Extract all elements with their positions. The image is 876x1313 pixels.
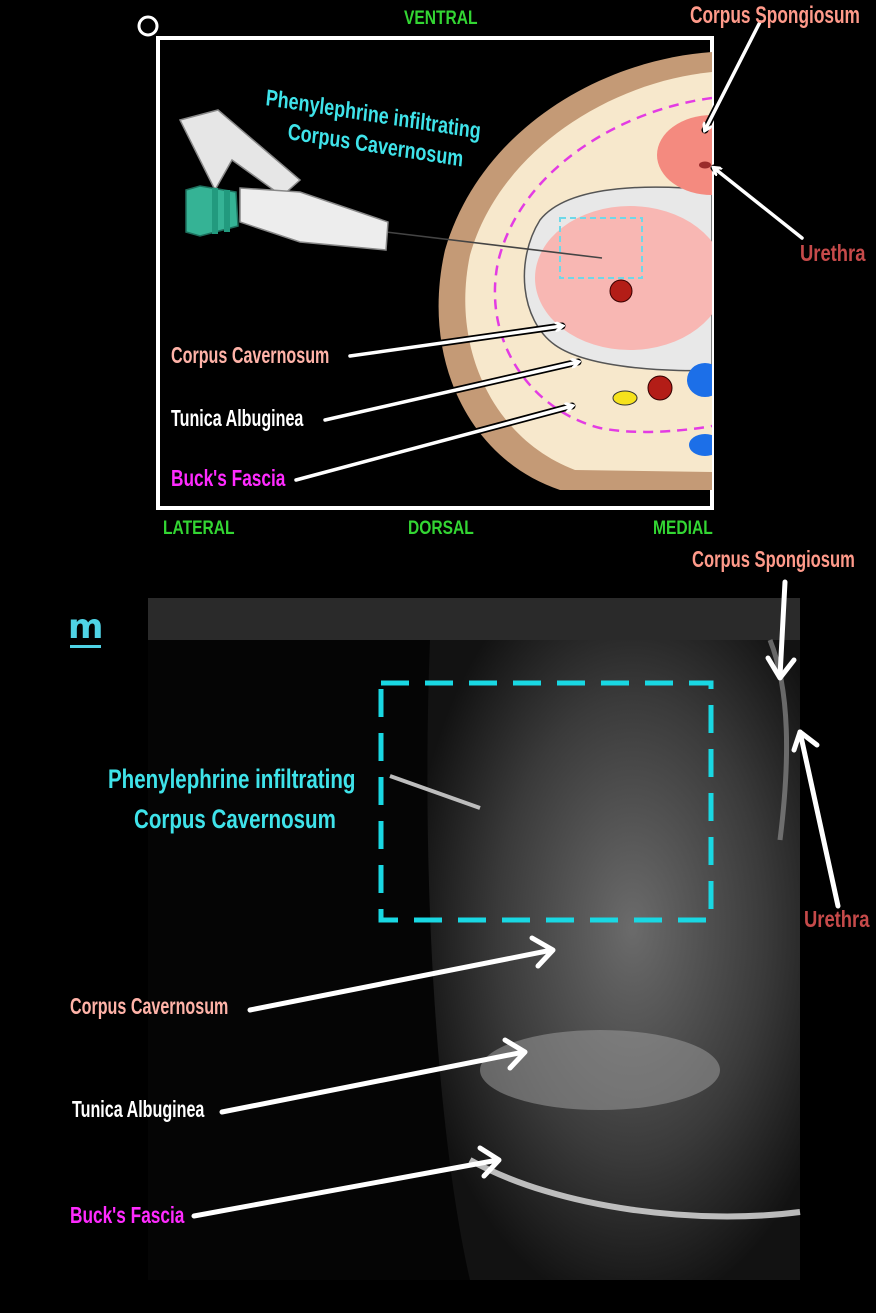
diagram-arrow-bucks (294, 406, 572, 482)
us-label-injection-1: Phenylephrine infiltrating (108, 764, 356, 794)
us-label-injection-2: Corpus Cavernosum (134, 804, 336, 834)
ultrasound-tunica-echo (480, 1030, 720, 1110)
diagram-arrow-spongiosum (705, 20, 762, 130)
diagram-arrow-urethra (714, 168, 804, 240)
ultrasound-top-band (148, 598, 800, 640)
corpus-spongiosum-shape (657, 115, 712, 195)
ultrasound-needle-echo (389, 774, 481, 810)
deep-artery (609, 279, 633, 303)
diagram-label-bucks-fascia: Buck's Fascia (171, 465, 286, 491)
ultrasound-injection-box (378, 680, 714, 923)
syringe (178, 109, 603, 259)
label-ventral: VENTRAL (404, 8, 478, 29)
bucks-fascia-outline (493, 96, 712, 434)
dorsal-vein-1 (687, 363, 712, 397)
diagram-label-urethra: Urethra (800, 240, 866, 266)
nerve (612, 390, 638, 406)
diagram-label-corpus-spongiosum: Corpus Spongiosum (690, 2, 860, 29)
diagram-label-corpus-cavernosum: Corpus Cavernosum (171, 342, 330, 368)
label-medial: MEDIAL (653, 518, 713, 539)
dorsal-vein-2 (689, 434, 712, 456)
us-label-urethra: Urethra (804, 906, 870, 932)
us-label-corpus-cavernosum: Corpus Cavernosum (70, 993, 229, 1019)
needle (385, 231, 603, 259)
us-label-bucks-fascia: Buck's Fascia (70, 1202, 185, 1228)
urethra-shape (699, 161, 711, 169)
dorsal-artery (647, 375, 673, 401)
ultrasound-tissue-field (427, 640, 800, 1280)
us-arrow-tunica (219, 1049, 527, 1115)
us-label-tunica-albuginea: Tunica Albuginea (72, 1096, 205, 1122)
us-arrow-cavernosum (247, 947, 555, 1013)
label-lateral: LATERAL (163, 518, 235, 539)
diagram-arrow-tunica (323, 362, 578, 422)
ultrasound-spongiosum-edge (767, 639, 790, 841)
us-arrow-urethra (797, 729, 841, 909)
label-dorsal: DORSAL (408, 518, 474, 539)
us-arrow-spongiosum (777, 579, 788, 679)
diagram-label-tunica-albuginea: Tunica Albuginea (171, 405, 304, 431)
us-label-corpus-spongiosum: Corpus Spongiosum (692, 546, 855, 572)
ultrasound-logo: m (68, 607, 104, 648)
ultrasound-bright-arc (468, 1157, 801, 1220)
orientation-marker-circle (137, 15, 159, 37)
diagram-arrow-cavernosum (348, 326, 562, 358)
injection-target-box (559, 217, 643, 279)
us-arrow-bucks (191, 1157, 501, 1219)
